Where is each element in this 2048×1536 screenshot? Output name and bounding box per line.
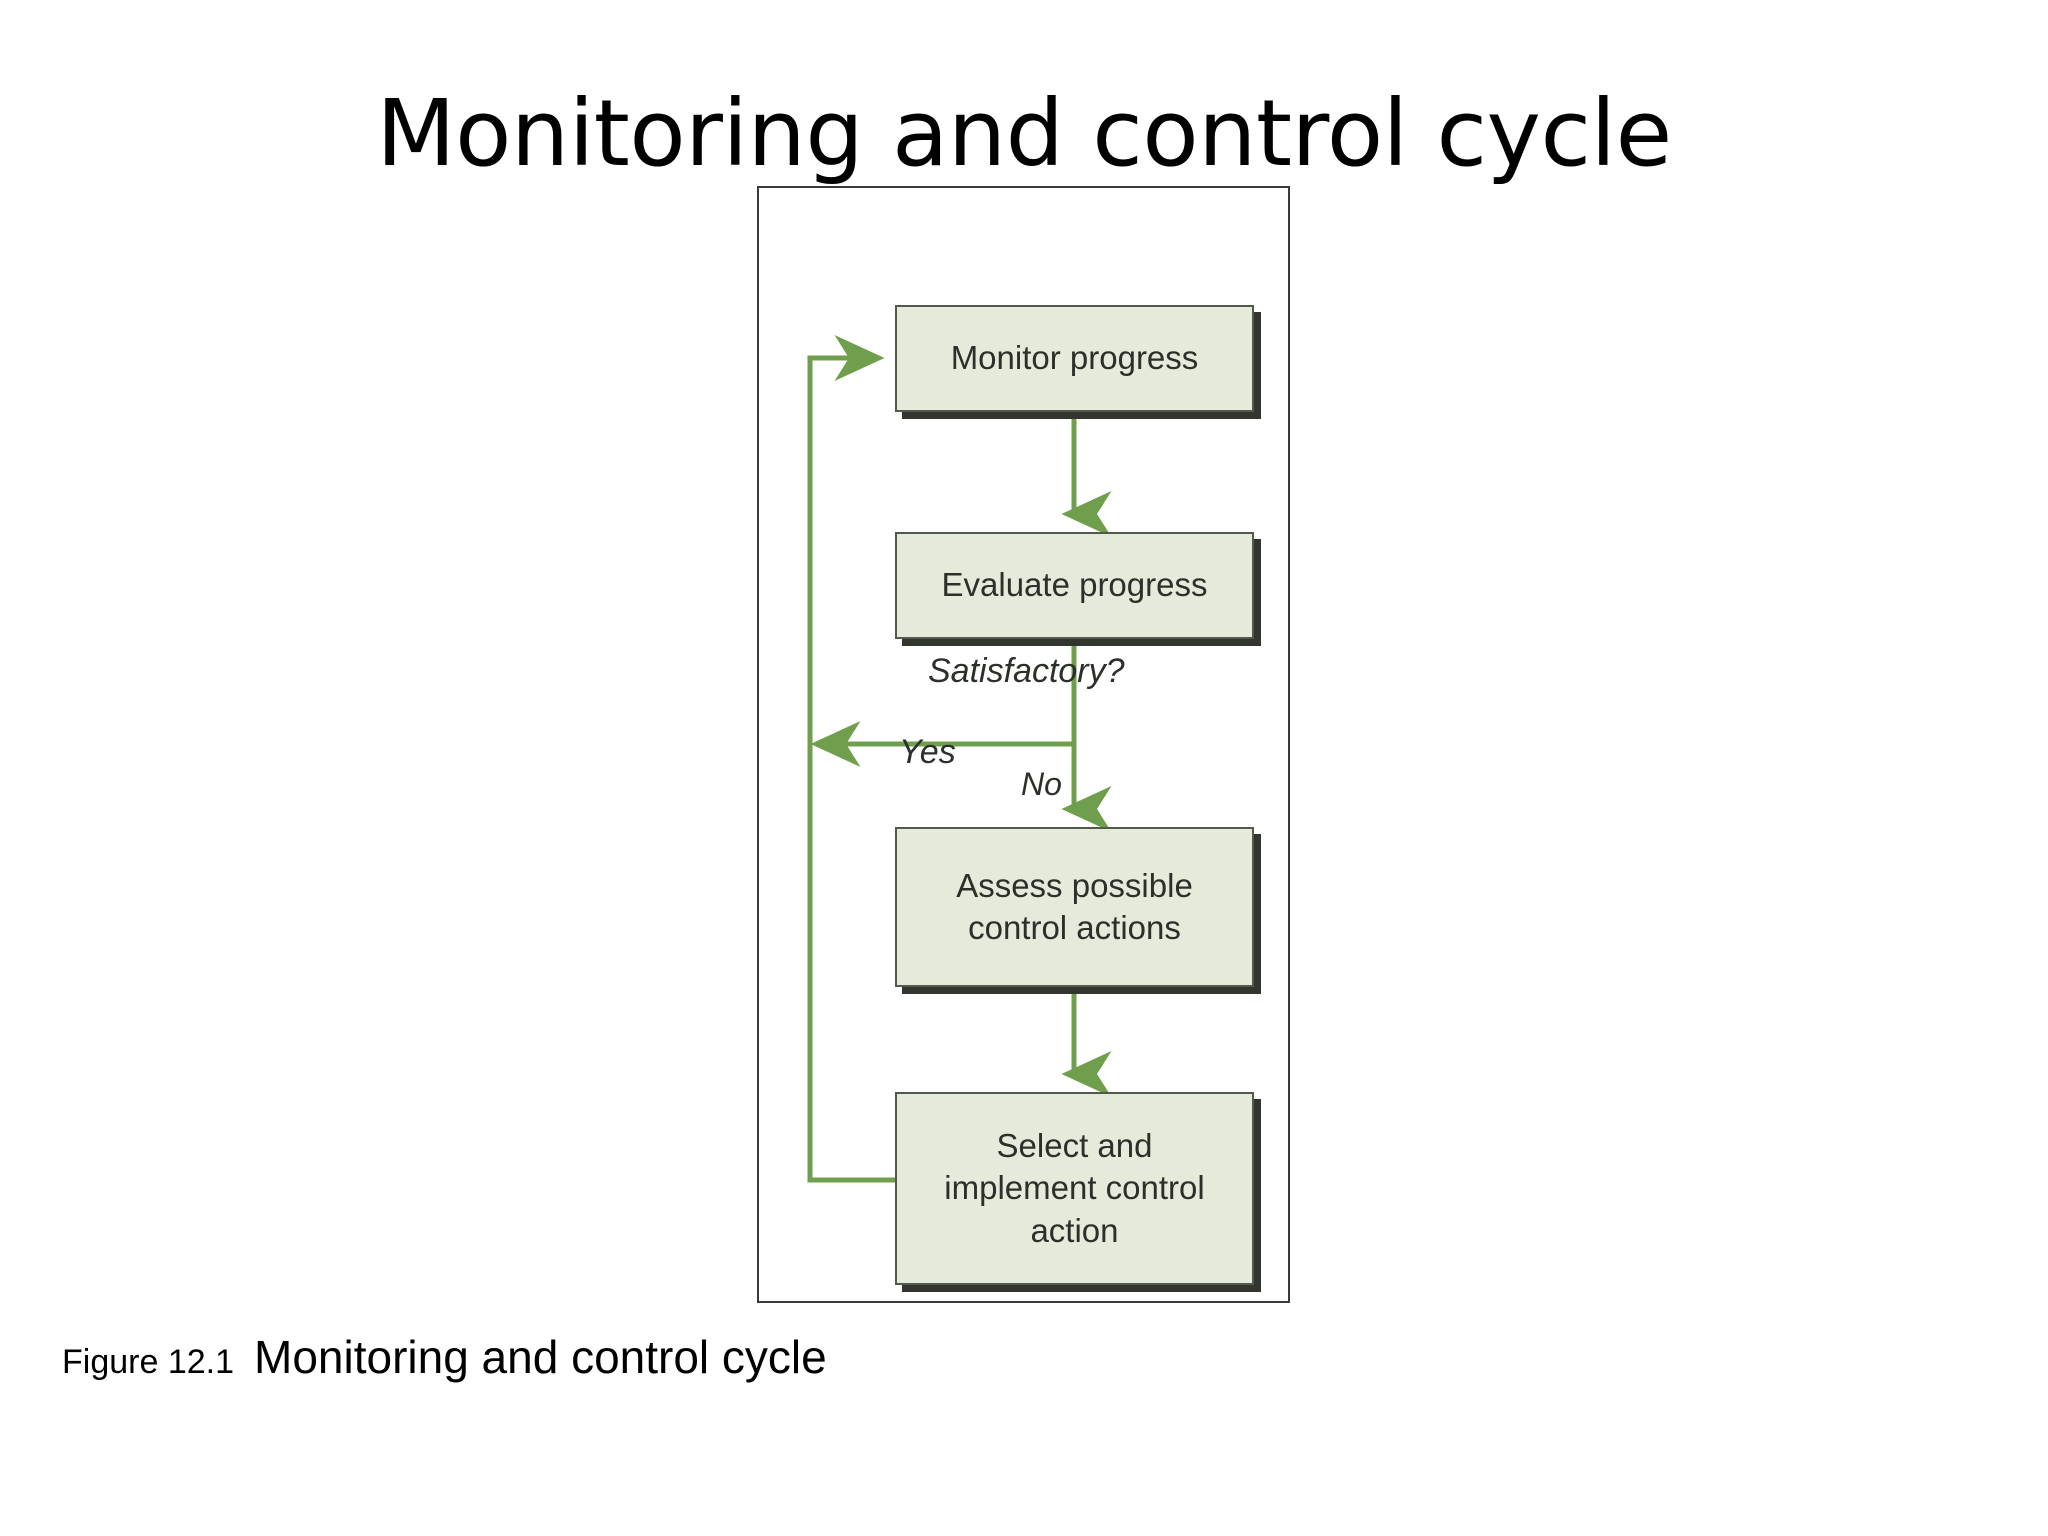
process-box-monitor-progress[interactable]: Monitor progress [895,305,1254,412]
page-title: Monitoring and control cycle [376,80,1672,187]
figure-caption-text: Monitoring and control cycle [254,1331,827,1383]
figure-caption-number: Figure 12.1 [62,1343,234,1381]
process-box-evaluate-progress[interactable]: Evaluate progress [895,532,1254,639]
decision-label-satisfactory: Satisfactory? [928,652,1125,690]
branch-label-yes: Yes [899,733,956,771]
figure-frame: Monitor progress Evaluate progress Asses… [757,186,1290,1303]
figure-caption: Figure 12.1 Monitoring and control cycle [62,1330,827,1384]
flowchart-connectors [807,335,1112,1183]
edge-feedback-loop [807,335,895,1183]
branch-label-no: No [1021,766,1062,802]
